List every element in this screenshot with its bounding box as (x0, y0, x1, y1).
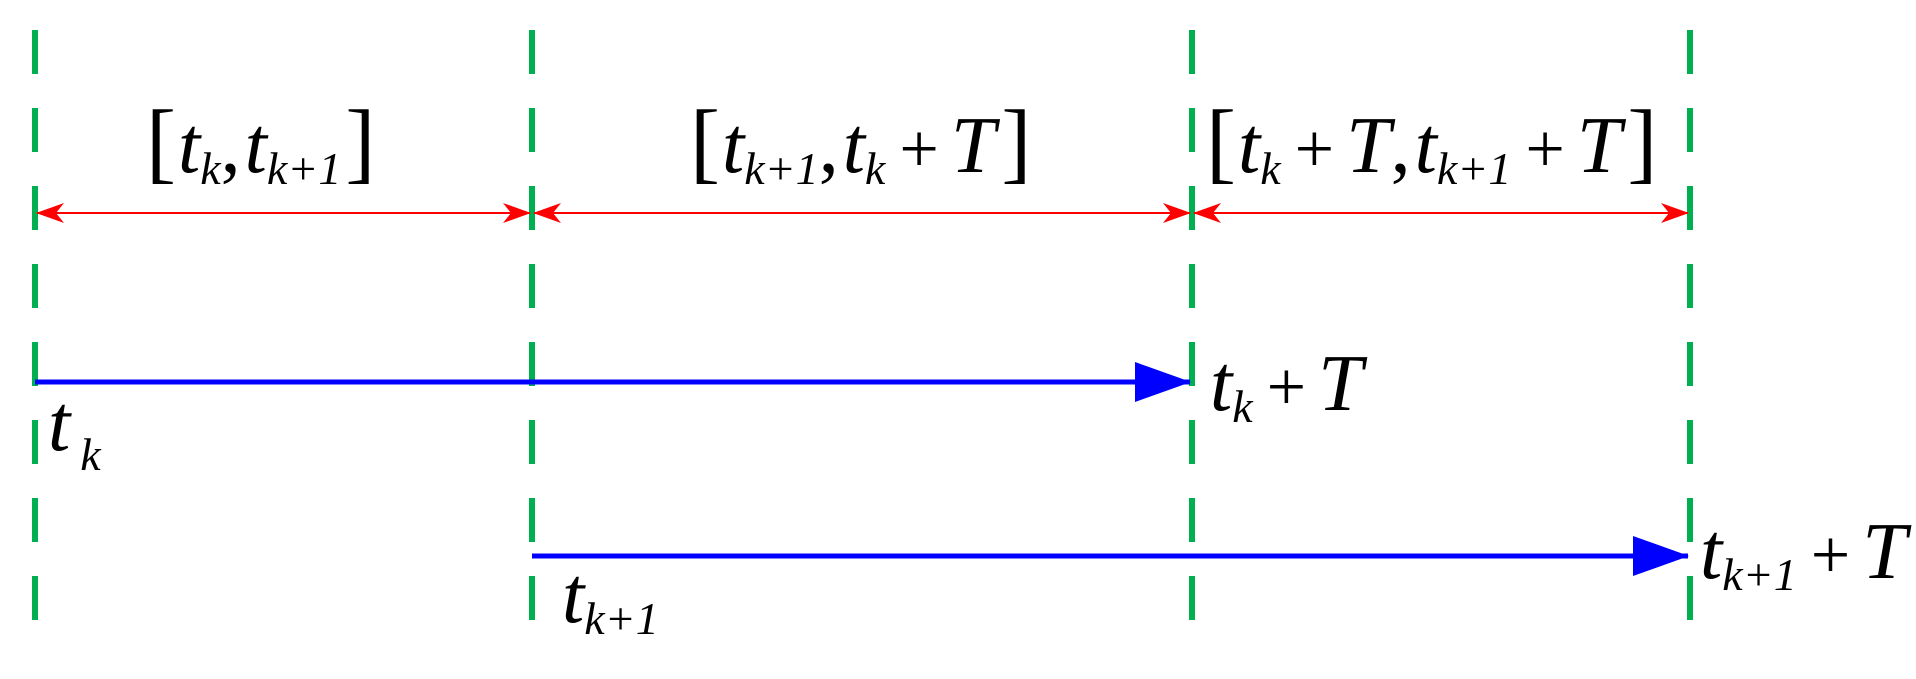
horizon-arrows (35, 362, 1689, 576)
interval-label-1: [tk,tk+1] (146, 93, 375, 194)
guide-lines (32, 30, 1693, 625)
interval-label-2: [tk+1,tk+T] (690, 93, 1031, 194)
horizon-start-label-tk1: tk+1 (562, 552, 659, 644)
horizon-end-label-tk-plus-t: tk+T (1210, 340, 1368, 432)
horizon-end-label-tk1-plus-t: tk+1+T (1700, 508, 1912, 600)
interval-labels: [tk,tk+1] [tk+1,tk+T] [tk+T,tk+1+T] (146, 93, 1657, 194)
interval-label-3: [tk+T,tk+1+T] (1206, 93, 1657, 194)
